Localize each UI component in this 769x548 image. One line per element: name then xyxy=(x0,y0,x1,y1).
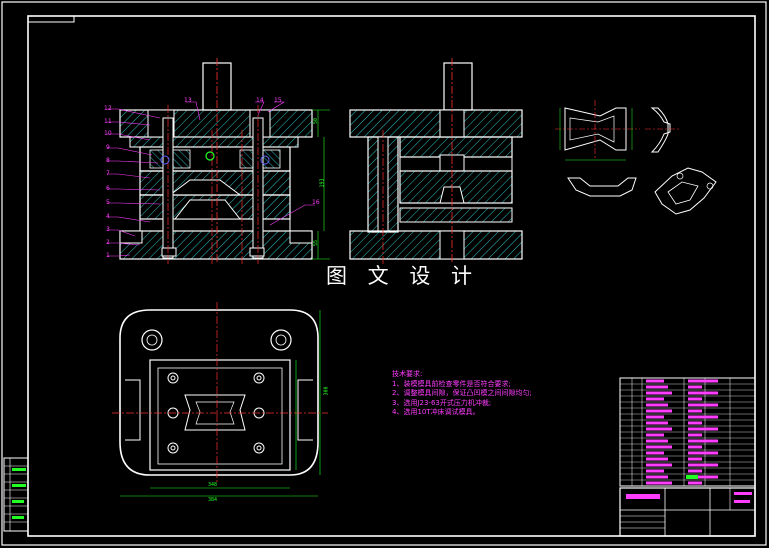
watermark-title: 图 文 设 计 xyxy=(326,264,480,288)
bom-cell-text xyxy=(646,409,672,413)
bom-cell-text xyxy=(646,481,672,485)
bom-cell-text xyxy=(646,445,672,449)
part-drawing-iso xyxy=(654,167,717,215)
tech-note-item: 2、调整模具间隙，保证凸凹模之间间隙均匀; xyxy=(392,389,532,397)
bom-cell-text xyxy=(688,397,702,401)
bom-cell-text xyxy=(688,385,702,389)
part-drawing-plan xyxy=(555,100,640,161)
bom-cell-text xyxy=(688,439,718,443)
tech-note-item: 1、装模模具前检查零件是否符合要求; xyxy=(392,379,511,388)
bom-table xyxy=(619,377,756,487)
part-number-label: 4 xyxy=(106,213,110,220)
bom-cell-text xyxy=(646,397,664,401)
tech-note-item: 3、选用J23-63开式压力机冲裁; xyxy=(392,398,492,407)
bom-cell-text xyxy=(646,439,668,443)
part-number-label: 3 xyxy=(106,226,110,233)
bom-highlight-cell xyxy=(686,475,698,479)
bom-cell-text xyxy=(646,469,664,473)
part-number-label: 9 xyxy=(106,144,110,151)
bom-cell-text xyxy=(646,433,664,437)
part-number-label: 2 xyxy=(106,239,110,246)
bom-cell-text xyxy=(688,379,718,383)
plan-view xyxy=(112,302,328,497)
bom-cell-text xyxy=(688,481,702,485)
bom-cell-text xyxy=(646,415,664,419)
bom-cell-text xyxy=(646,379,664,383)
technical-requirements: 技术要求: 1、装模模具前检查零件是否符合要求; 2、调整模具间隙，保证凸凹模之… xyxy=(392,370,532,418)
part-drawing-side xyxy=(645,107,680,153)
tech-note-item: 4、选用10T冲床调试模具。 xyxy=(392,408,480,416)
bom-cell-text xyxy=(688,469,702,473)
dimension-label: 384 xyxy=(208,497,218,503)
bom-cell-text xyxy=(688,445,702,449)
bom-cell-text xyxy=(688,457,702,461)
bom-cell-text xyxy=(688,433,702,437)
bom-cell-text xyxy=(646,463,672,467)
bom-cell-text xyxy=(688,391,718,395)
dimension-label: 193 xyxy=(319,178,326,188)
dimension-label: 50 xyxy=(313,117,320,125)
part-number-label: 5 xyxy=(106,199,110,206)
part-number-label: 11 xyxy=(104,118,112,125)
side-section-view xyxy=(349,58,523,264)
bom-cell-text xyxy=(688,403,718,407)
title-block xyxy=(619,487,756,537)
dimension-label: 300 xyxy=(323,386,330,396)
bom-cell-text xyxy=(688,409,702,413)
dimension-label: 55 xyxy=(313,239,320,247)
tech-notes-heading: 技术要求: xyxy=(392,370,423,378)
bom-cell-text xyxy=(646,385,668,389)
bom-cell-text xyxy=(646,391,672,395)
part-number-label: 13 xyxy=(184,97,192,104)
bom-cell-text xyxy=(646,451,664,455)
part-number-label: 6 xyxy=(106,185,110,192)
bom-cell-text xyxy=(688,451,718,455)
main-section-view xyxy=(107,58,330,264)
bom-cell-text xyxy=(646,427,672,431)
part-number-label: 16 xyxy=(312,199,320,206)
part-number-label: 8 xyxy=(106,157,110,164)
margin-table xyxy=(3,457,29,532)
part-number-label: 14 xyxy=(256,97,264,104)
part-number-label: 12 xyxy=(104,105,112,112)
bom-cell-text xyxy=(688,415,718,419)
bom-cell-text xyxy=(646,421,668,425)
part-number-label: 10 xyxy=(104,130,112,137)
bom-cell-text xyxy=(646,403,668,407)
part-number-label: 15 xyxy=(274,97,282,104)
bom-cell-text xyxy=(688,427,718,431)
part-number-label: 1 xyxy=(106,252,110,259)
dimension-label: 348 xyxy=(208,482,218,488)
bom-cell-text xyxy=(688,463,718,467)
bom-cell-text xyxy=(646,475,668,479)
bom-cell-text xyxy=(646,457,668,461)
bom-cell-text xyxy=(688,475,718,479)
part-drawing-elevation xyxy=(567,177,637,197)
bom-cell-text xyxy=(688,421,702,425)
part-number-label: 7 xyxy=(106,170,110,177)
